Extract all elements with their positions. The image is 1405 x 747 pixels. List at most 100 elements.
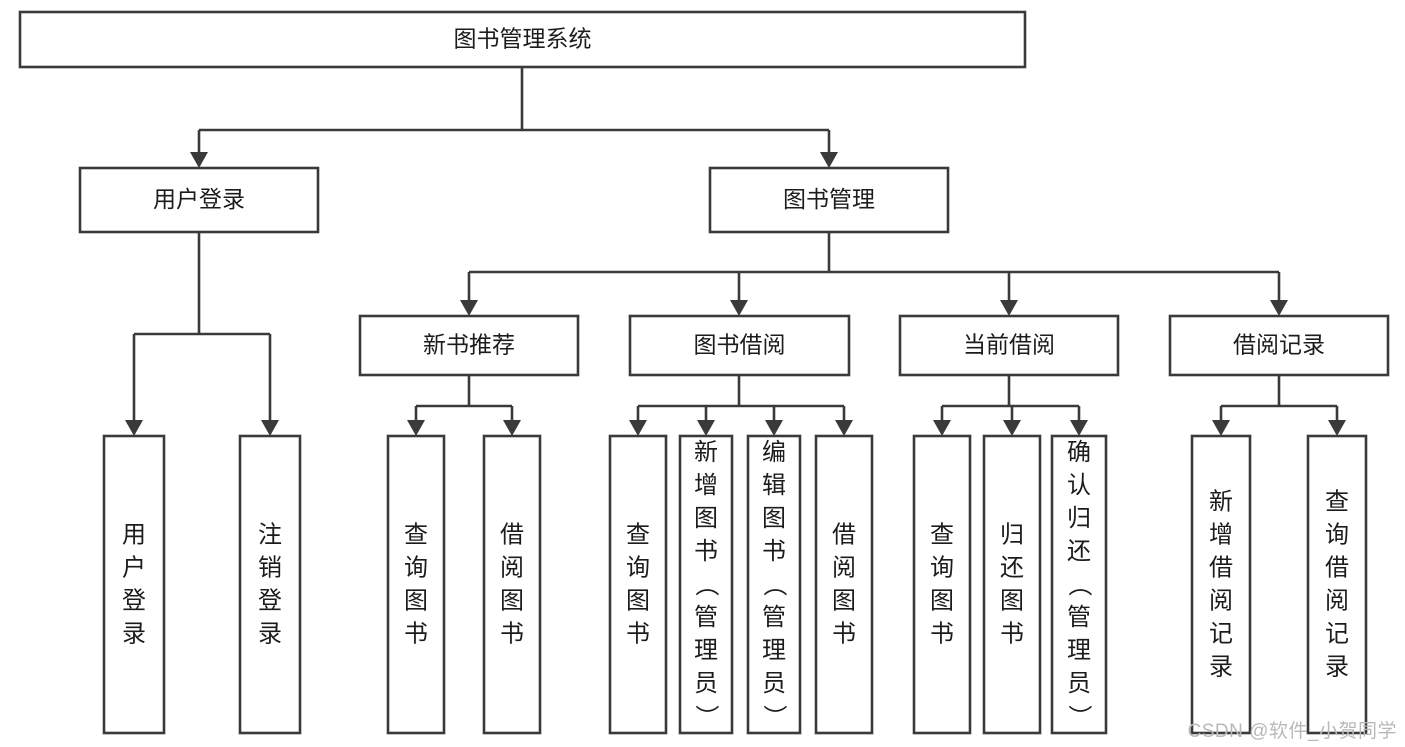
leaf-node-5-char: 管	[694, 604, 718, 631]
level3-node-3-box[interactable]	[1168, 314, 1390, 377]
connector-arrowhead	[629, 420, 647, 436]
connector-arrowhead	[1000, 300, 1018, 316]
root-node-0-box[interactable]	[18, 10, 1027, 69]
leaf-node-2-char: 询	[404, 555, 428, 582]
leaf-node-4-char: 图	[626, 588, 650, 615]
connector-arrowhead	[730, 300, 748, 316]
leaf-node-9-char: 归	[1000, 522, 1024, 549]
connector-arrowhead	[1070, 420, 1088, 436]
connector-arrowhead	[933, 420, 951, 436]
leaf-node-0-box[interactable]	[102, 434, 166, 735]
level3-node-2-box[interactable]	[898, 314, 1120, 377]
leaf-node-4-char: 查	[626, 522, 650, 549]
leaf-node-10-box[interactable]	[1050, 434, 1108, 735]
level2-node-0-label: 用户登录	[153, 186, 245, 212]
leaf-node-2-char: 查	[404, 522, 428, 549]
leaf-node-5-box[interactable]	[678, 434, 734, 735]
leaf-node-12-box[interactable]	[1306, 434, 1368, 735]
leaf-node-0-char: 录	[122, 621, 146, 648]
leaf-node-0-char: 登	[122, 588, 146, 615]
level2-node-1-label: 图书管理	[783, 186, 875, 212]
leaf-node-11-box[interactable]	[1190, 434, 1252, 735]
level2-node-0[interactable]: 用户登录	[78, 166, 320, 234]
leaf-node-3-char: 图	[500, 588, 524, 615]
connector-lines-group	[125, 67, 1346, 436]
level3-node-1-label: 图书借阅	[694, 332, 786, 358]
leaf-node-6-char: 管	[762, 604, 786, 631]
leaf-node-5-char: 理	[694, 637, 718, 664]
leaf-node-0-char: 户	[122, 555, 146, 582]
level2-node-1[interactable]: 图书管理	[708, 166, 950, 234]
connector-books-to-level3	[467, 232, 1281, 301]
leaf-node-3-char: 书	[500, 621, 524, 648]
node-boxes-group: 图书管理系统用户登录图书管理新书推荐图书借阅当前借阅借阅记录用户登录注销登录查询…	[18, 10, 1390, 735]
leaf-node-3-char: 阅	[500, 555, 524, 582]
leaf-node-11-char: 录	[1209, 654, 1233, 681]
level3-node-3[interactable]: 借阅记录	[1168, 314, 1390, 377]
leaf-node-6-char: 编	[762, 439, 786, 466]
leaf-node-9-box[interactable]	[982, 434, 1042, 735]
leaf-node-3-box[interactable]	[482, 434, 542, 735]
leaf-node-7-char: 图	[832, 588, 856, 615]
leaf-node-1-char: 注	[258, 522, 282, 549]
connector-newbooks-to-leaves	[414, 375, 514, 421]
level2-node-0-box[interactable]	[78, 166, 320, 234]
connector-arrowhead	[1270, 300, 1288, 316]
leaf-node-10-char: 理	[1067, 637, 1091, 664]
connector-login-to-leaves	[132, 232, 272, 421]
leaf-node-5-char: 增	[694, 472, 718, 499]
leaf-node-6-box[interactable]	[746, 434, 802, 735]
leaf-node-8-char: 图	[930, 588, 954, 615]
leaf-node-6-char: 员	[762, 670, 786, 697]
leaf-node-6-char: 辑	[762, 472, 786, 499]
leaf-node-10-char: 确	[1067, 439, 1091, 466]
level3-node-0-box[interactable]	[358, 314, 580, 377]
level3-node-2-label: 当前借阅	[963, 332, 1055, 358]
leaf-node-4-char: 询	[626, 555, 650, 582]
leaf-node-4-box[interactable]	[608, 434, 668, 735]
connector-arrowhead	[125, 420, 143, 436]
level3-node-0[interactable]: 新书推荐	[358, 314, 580, 377]
leaf-node-2-box[interactable]	[386, 434, 446, 735]
leaf-node-7-box[interactable]	[814, 434, 874, 735]
connector-arrowhead	[460, 300, 478, 316]
leaf-node-12-char: 借	[1325, 555, 1349, 582]
level2-node-1-box[interactable]	[708, 166, 950, 234]
leaf-node-8-char: 书	[930, 621, 954, 648]
leaf-node-1-box[interactable]	[238, 434, 302, 735]
leaf-node-1-char: 录	[258, 621, 282, 648]
level3-node-1[interactable]: 图书借阅	[628, 314, 851, 377]
connector-current-to-leaves	[940, 375, 1081, 421]
level3-node-2[interactable]: 当前借阅	[898, 314, 1120, 377]
connector-arrowhead	[697, 420, 715, 436]
level3-node-1-box[interactable]	[628, 314, 851, 377]
leaf-node-6-char: 理	[762, 637, 786, 664]
leaf-node-3-char: 借	[500, 522, 524, 549]
leaf-node-12-char: 询	[1325, 522, 1349, 549]
leaf-node-8-box[interactable]	[912, 434, 972, 735]
level3-node-0-label: 新书推荐	[423, 332, 515, 358]
leaf-node-0[interactable]: 用户登录	[102, 434, 166, 735]
leaf-node-10-char: ）	[1066, 705, 1093, 729]
leaf-node-5-char: 新	[694, 439, 718, 466]
root-node-0[interactable]: 图书管理系统	[18, 10, 1027, 69]
leaf-node-10-char: 管	[1067, 604, 1091, 631]
leaf-node-6-char: ）	[761, 705, 788, 729]
connector-arrowhead	[1328, 420, 1346, 436]
leaf-node-11-char: 新	[1209, 489, 1233, 516]
leaf-node-11-char: 记	[1209, 621, 1233, 648]
leaf-node-6-char: 书	[762, 538, 786, 565]
